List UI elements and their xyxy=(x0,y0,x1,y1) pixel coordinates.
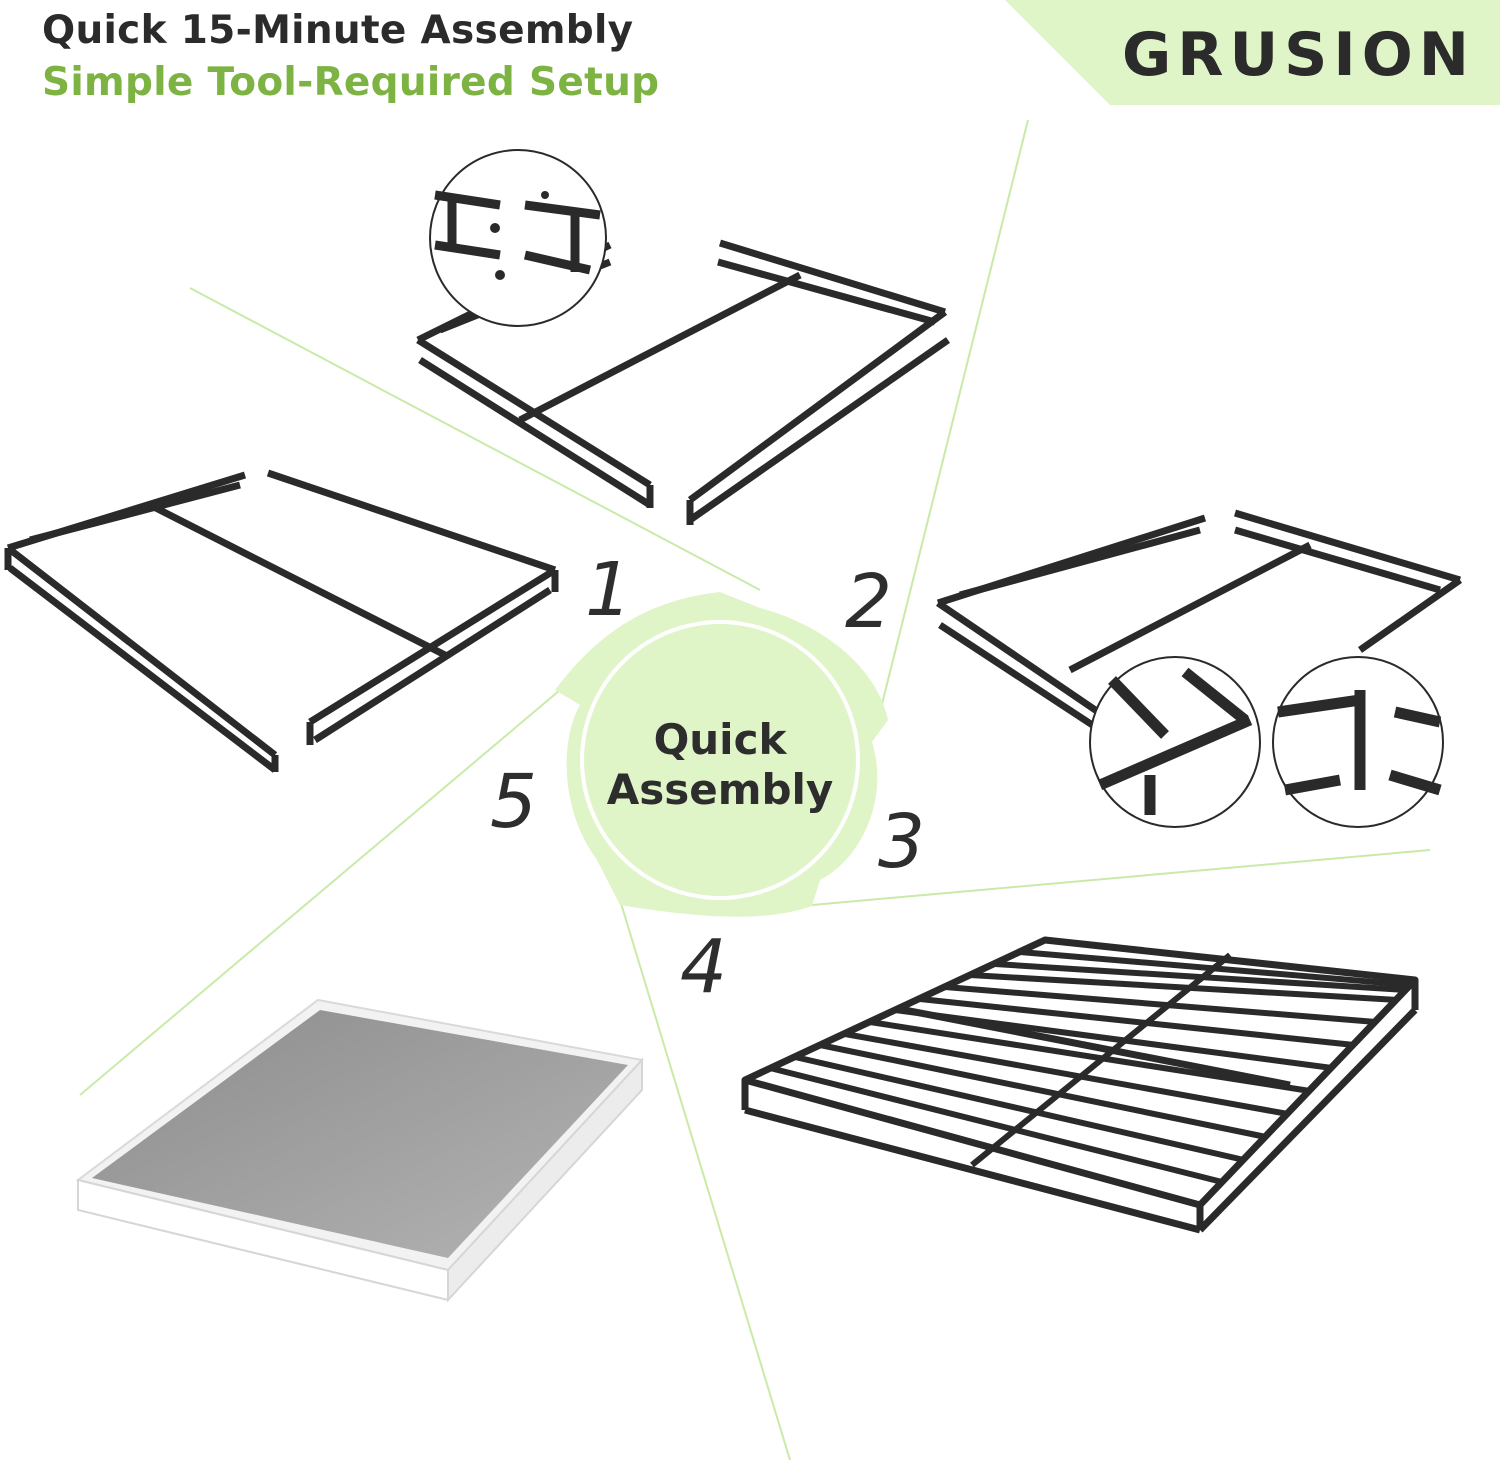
frame-step-4 xyxy=(741,936,1419,1234)
brand-banner xyxy=(1005,0,1500,105)
frame-step-1 xyxy=(4,469,559,773)
center-label: Quick Assembly xyxy=(590,715,850,816)
frame-step-3 xyxy=(936,509,1463,733)
divider-lines xyxy=(79,119,1431,1461)
zoom-circle-step-3b xyxy=(1272,656,1444,828)
step-number-1: 1 xyxy=(585,547,633,633)
center-label-line2: Assembly xyxy=(606,765,834,815)
headline-primary: Quick 15-Minute Assembly xyxy=(42,8,634,53)
step-number-4: 4 xyxy=(680,924,728,1010)
zoom-circle-step-2 xyxy=(429,149,607,327)
brand-logo: GRUSION xyxy=(1122,20,1475,90)
step-number-2: 2 xyxy=(845,559,893,645)
center-badge xyxy=(555,592,888,917)
zoom-circle-step-3a xyxy=(1089,656,1261,828)
frame-step-4-slats xyxy=(769,949,1411,1185)
center-label-line1: Quick xyxy=(653,715,787,764)
step-number-3: 3 xyxy=(878,799,926,885)
headline-secondary: Simple Tool-Required Setup xyxy=(42,60,660,105)
box-spring-step-5 xyxy=(75,998,644,1303)
step-number-5: 5 xyxy=(490,759,538,845)
